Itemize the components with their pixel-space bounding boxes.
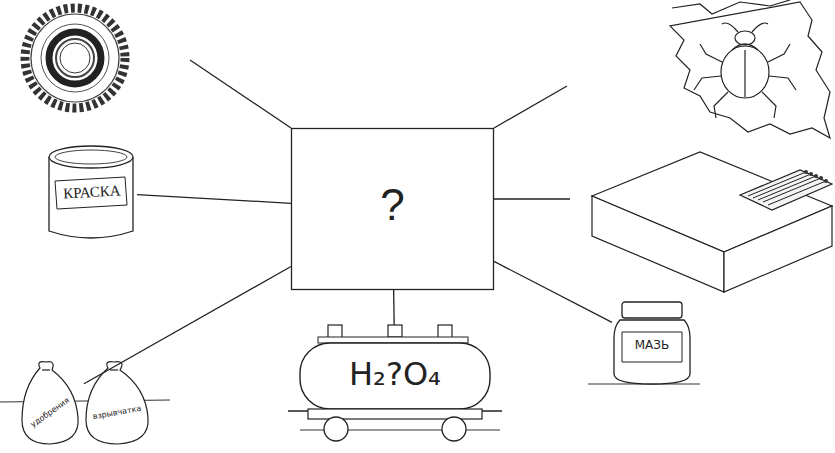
tire-drawing — [25, 8, 125, 108]
beetle-on-leaf — [670, 0, 830, 138]
connector-line — [137, 195, 291, 204]
connector-line — [494, 261, 612, 322]
sack: взрывчатка — [80, 358, 154, 448]
sack-outline — [80, 358, 154, 448]
connector-line — [84, 266, 291, 383]
sack-outline — [16, 358, 84, 448]
ointment-jar: МАЗЬ — [612, 298, 692, 388]
node-label: МАЗЬ — [622, 338, 682, 352]
node-label: ? — [291, 180, 494, 230]
paint-can: КРАСКА — [45, 143, 137, 241]
matchbox-drawing — [592, 152, 832, 292]
connector-line — [393, 290, 395, 325]
question-box: ? — [291, 128, 494, 290]
node-label: H₂?O₄ — [300, 355, 490, 393]
sack: удобрения — [16, 358, 84, 448]
tank-wagon: H₂?O₄ — [288, 325, 502, 443]
